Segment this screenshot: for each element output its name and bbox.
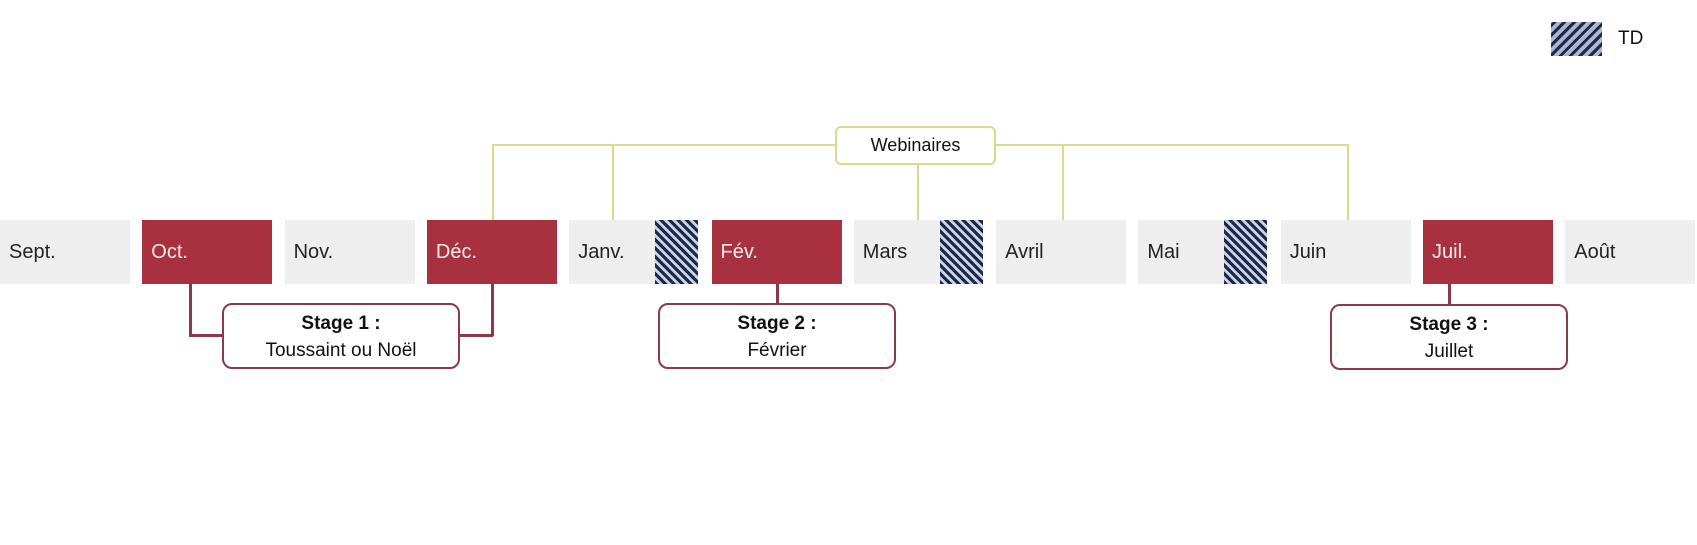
stage-title: Stage 3 : [1409, 314, 1489, 335]
month-8: Mai [1138, 220, 1225, 284]
month-11: Août [1565, 220, 1696, 284]
webinaires-box: Webinaires [835, 126, 996, 165]
month-1: Oct. [142, 220, 273, 284]
stage-period: Toussaint ou Noël [265, 340, 417, 361]
stage-connector [1448, 284, 1451, 305]
legend-td-label: TD [1618, 28, 1644, 49]
stage-connector [189, 284, 192, 336]
webinaires-connector [1347, 144, 1349, 220]
td-hatch-marker [1224, 220, 1268, 284]
month-7: Avril [996, 220, 1127, 284]
month-3: Déc. [426, 220, 557, 284]
td-hatch-marker [939, 220, 983, 284]
stage-connector [189, 334, 223, 337]
webinaires-connector [612, 144, 614, 220]
month-10: Juil. [1423, 220, 1553, 284]
stage-connector [491, 284, 494, 336]
stage-3-box: Stage 3 : Juillet [1330, 304, 1568, 370]
td-hatch-marker [655, 220, 699, 284]
month-9: Juin [1280, 220, 1411, 284]
stage-period: Juillet [1424, 341, 1474, 362]
month-2: Nov. [284, 220, 415, 284]
legend-td-swatch [1551, 22, 1602, 56]
stage-title: Stage 2 : [737, 313, 817, 334]
month-4: Janv. [569, 220, 656, 284]
month-6: Mars [853, 220, 940, 284]
stage-period: Février [747, 340, 807, 361]
webinaires-connector [492, 144, 494, 220]
webinaires-connector [917, 164, 919, 220]
stage-connector [776, 284, 779, 304]
stage-connector [459, 334, 493, 337]
month-5: Fév. [711, 220, 842, 284]
stage-title: Stage 1 : [301, 313, 381, 334]
webinaires-connector [1062, 144, 1064, 220]
stage-1-box: Stage 1 : Toussaint ou Noël [222, 303, 460, 369]
month-0: Sept. [0, 220, 130, 284]
stage-2-box: Stage 2 : Février [658, 303, 896, 369]
